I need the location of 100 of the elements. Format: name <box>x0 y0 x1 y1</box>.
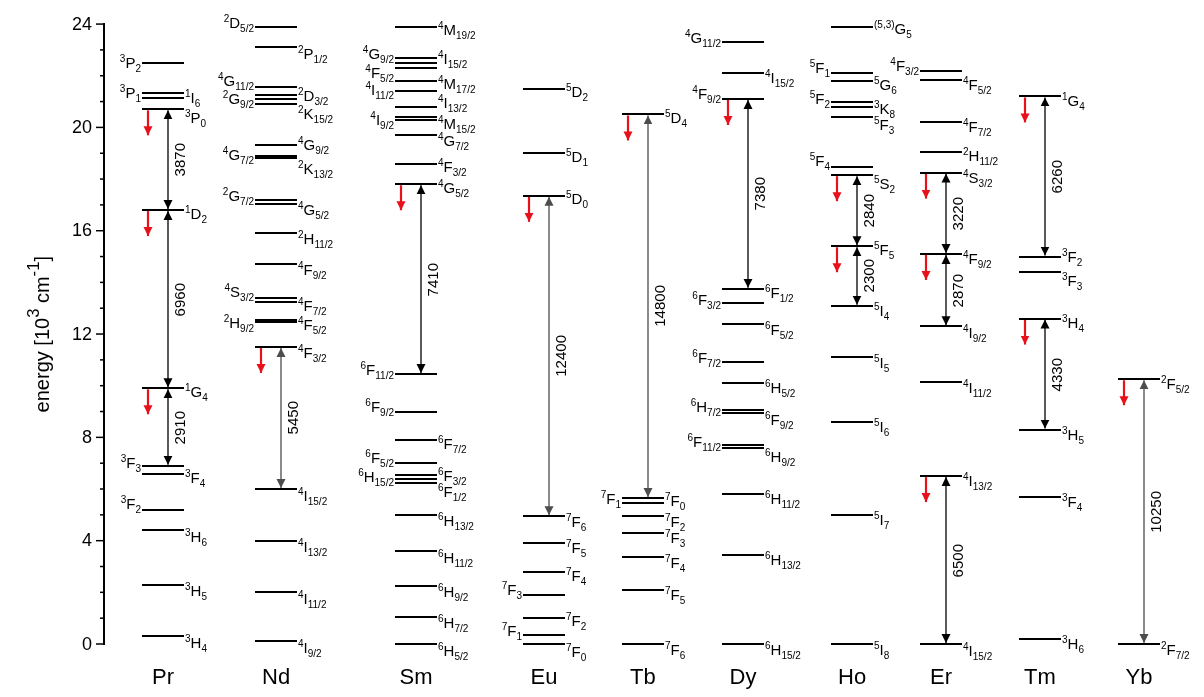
edge-label: 14800 <box>651 285 668 327</box>
term-symbol: $^{4}$F$_{9/2}$ <box>962 251 993 267</box>
element-symbol: Yb <box>1125 664 1153 690</box>
term-symbol: $^{7}$F$_{6}$ <box>664 641 687 657</box>
edge-label: 6960 <box>171 282 188 317</box>
arrow <box>921 477 931 503</box>
term-symbol: $^{3}$F$_{2}$ <box>1061 249 1084 265</box>
term-symbol: $^{6}$F$_{11/2}$ <box>359 361 395 377</box>
term-symbol: $^{4}$G$_{5/2}$ <box>437 179 471 195</box>
arrow <box>143 110 153 136</box>
term-symbol: $^{6}$F$_{9/2}$ <box>364 399 395 414</box>
term-symbol: $^{6}$F$_{5/2}$ <box>764 322 795 338</box>
term-symbol: $^{3}$P$_{1}$ <box>118 85 142 100</box>
element-symbol: Ho <box>838 664 867 690</box>
arrow <box>163 109 173 210</box>
arrow <box>276 347 286 489</box>
term-symbol: $^{7}$F$_{4}$ <box>565 568 588 584</box>
term-symbol: $^{2}$H$_{11/2}$ <box>297 230 335 246</box>
element-symbol: Tm <box>1024 664 1056 690</box>
term-symbol: $^{5}$I$_{6}$ <box>873 419 891 435</box>
term-symbol: $^{7}$F$_{2}$ <box>565 612 588 628</box>
element-symbol: Pr <box>152 664 174 690</box>
edge-label: 4330 <box>1048 357 1065 391</box>
term-symbol: $^{4}$I$_{13/2}$ <box>437 95 469 111</box>
arrow <box>832 247 842 273</box>
term-symbol: $^{4}$I$_{15/2}$ <box>297 487 329 503</box>
term-symbol: $^{5}$D$_{2}$ <box>565 84 589 100</box>
term-symbol: $^{4}$F$_{9/2}$ <box>691 86 722 102</box>
term-symbol: $^{3}$H$_{4}$ <box>184 634 208 650</box>
term-symbol: $^{1}$G$_{4}$ <box>1061 92 1086 108</box>
term-symbol: $^{4}$G$_{9/2}$ <box>297 136 331 152</box>
term-symbol: $^{6}$H$_{13/2}$ <box>437 513 475 529</box>
term-symbol: $^{4}$F$_{5/2}$ <box>364 65 395 81</box>
term-symbol: $^{6}$H$_{5/2}$ <box>437 642 470 658</box>
axis-tick-label: 16 <box>71 220 92 242</box>
arrow <box>921 254 931 280</box>
arrow <box>1020 97 1030 123</box>
term-symbol: $^{4}$I$_{15/2}$ <box>764 69 796 85</box>
term-symbol: $^{5}$I$_{8}$ <box>873 641 891 657</box>
term-symbol: $^{2}$P$_{1/2}$ <box>297 45 329 61</box>
term-symbol: $^{5}$I$_{7}$ <box>873 512 891 528</box>
term-symbol: $^{3}$H$_{5}$ <box>184 583 208 599</box>
term-symbol: $^{6}$H$_{9/2}$ <box>437 584 470 600</box>
term-symbol: $^{3}$F$_{2}$ <box>119 496 142 512</box>
term-symbol: $^{4}$G$_{11/2}$ <box>217 72 255 88</box>
term-symbol: $^{4}$G$_{5/2}$ <box>297 202 331 218</box>
term-symbol: $^{7}$F$_{1}$ <box>599 490 622 506</box>
term-symbol: $^{4}$I$_{11/2}$ <box>364 81 395 97</box>
term-symbol: $^{2}$D$_{3/2}$ <box>297 88 330 104</box>
element-symbol: Tb <box>630 664 656 690</box>
arrow <box>143 389 153 415</box>
term-symbol: $^{6}$F$_{1/2}$ <box>764 285 795 301</box>
element-symbol: Dy <box>729 664 757 690</box>
term-symbol: $^{7}$F$_{0}$ <box>664 492 687 508</box>
edge-label: 12400 <box>552 335 569 377</box>
term-symbol: $^{4}$F$_{9/2}$ <box>297 261 328 277</box>
term-symbol: $^{6}$H$_{9/2}$ <box>764 449 797 465</box>
arrow <box>416 184 426 374</box>
term-symbol: $^{6}$H$_{7/2}$ <box>437 615 470 631</box>
term-symbol: $^{4}$F$_{3/2}$ <box>889 58 920 74</box>
term-symbol: $^{2}$F$_{5/2}$ <box>1160 375 1191 391</box>
arrow <box>143 211 153 237</box>
edge-label: 3220 <box>949 196 966 231</box>
term-symbol: $^{5}$F$_{2}$ <box>808 91 831 107</box>
term-symbol: $^{1}$D$_{2}$ <box>184 205 208 221</box>
arrow <box>852 246 862 306</box>
term-symbol: $^{7}$F$_{3}$ <box>500 582 523 598</box>
term-symbol: $^{6}$F$_{1/2}$ <box>437 484 468 500</box>
term-symbol: $^{7}$F$_{6}$ <box>565 513 588 529</box>
arrow <box>163 210 173 388</box>
term-symbol: $^{3}$H$_{4}$ <box>1061 315 1085 331</box>
term-symbol: $^{4}$I$_{13/2}$ <box>962 472 994 488</box>
term-symbol: $^{2}$D$_{5/2}$ <box>222 15 255 31</box>
term-symbol: $^{5}$F$_{5}$ <box>874 241 896 257</box>
term-symbol: $^{2}$K$_{15/2}$ <box>297 105 335 121</box>
term-symbol: $^{7}$F$_{2}$ <box>664 513 687 529</box>
term-symbol: $^{7}$F$_{5}$ <box>664 587 687 603</box>
arrow <box>921 173 931 199</box>
element-symbol: Eu <box>530 664 558 690</box>
term-symbol: $^{2}$G$_{7/2}$ <box>221 188 255 204</box>
term-symbol: $^{5}$D$_{4}$ <box>664 110 688 125</box>
element-symbol: Sm <box>399 664 433 690</box>
arrow <box>163 388 173 466</box>
edge-label: 2840 <box>860 194 877 228</box>
term-symbol: $^{6}$F$_{3/2}$ <box>437 468 468 484</box>
term-symbol: $^{6}$H$_{13/2}$ <box>764 552 802 568</box>
arrow <box>941 476 951 644</box>
term-symbol: $^{4}$I$_{13/2}$ <box>297 539 329 555</box>
term-symbol: $^{4}$I$_{15/2}$ <box>437 51 469 67</box>
term-symbol: $^{4}$F$_{5/2}$ <box>297 316 328 332</box>
edge-label: 3870 <box>171 143 188 177</box>
arrow <box>941 172 951 254</box>
term-symbol: $^{6}$H$_{5/2}$ <box>764 379 797 395</box>
arrow <box>256 347 266 373</box>
arrow <box>623 115 633 141</box>
term-symbol: $^{6}$H$_{11/2}$ <box>437 549 475 565</box>
term-symbol: $^{4}$S$_{3/2}$ <box>962 170 994 186</box>
term-symbol: $^{4}$M$_{15/2}$ <box>437 116 477 132</box>
axis-tick-label: 0 <box>82 633 92 655</box>
term-symbol: $^{3}$P$_{2}$ <box>118 55 142 71</box>
